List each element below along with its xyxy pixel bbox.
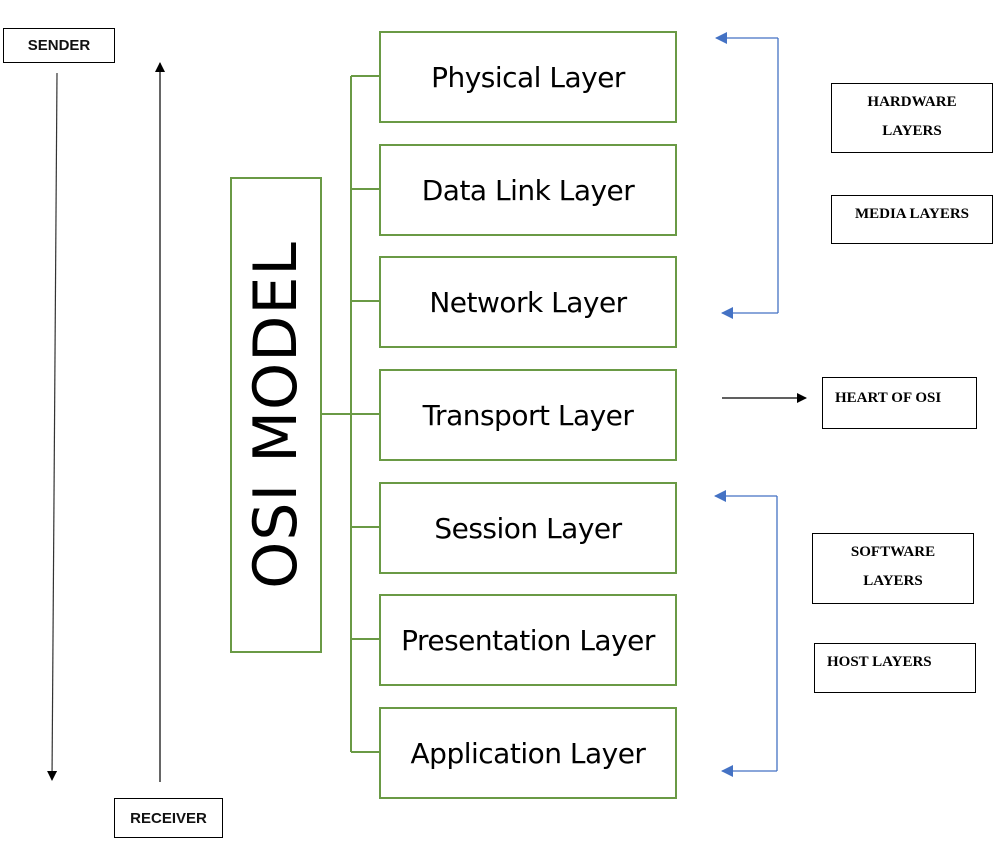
layer-label: Session Layer bbox=[434, 511, 622, 545]
osi-model-box: OSI MODEL bbox=[230, 177, 322, 653]
layer-label: Transport Layer bbox=[422, 398, 634, 432]
layer-label: Physical Layer bbox=[431, 60, 625, 94]
sender-label: SENDER bbox=[27, 37, 91, 54]
layer-application: Application Layer bbox=[379, 707, 677, 799]
software-layers-box: SOFTWARE LAYERS bbox=[812, 533, 974, 604]
hardware-layers-box: HARDWARE LAYERS bbox=[831, 83, 993, 153]
receiver-box: RECEIVER bbox=[114, 798, 223, 838]
layer-presentation: Presentation Layer bbox=[379, 594, 677, 686]
heart-of-osi-box: HEART OF OSI bbox=[822, 377, 977, 429]
receiver-label: RECEIVER bbox=[130, 809, 207, 827]
sender-box: SENDER bbox=[3, 28, 115, 63]
host-label: HOST LAYERS bbox=[827, 654, 932, 670]
hardware-line2: LAYERS bbox=[882, 123, 942, 139]
software-line1: SOFTWARE bbox=[850, 544, 936, 560]
layer-label: Application Layer bbox=[410, 736, 646, 770]
host-layers-box: HOST LAYERS bbox=[814, 643, 976, 693]
heart-label: HEART OF OSI bbox=[835, 390, 942, 406]
host-layers-bracket bbox=[714, 490, 778, 777]
layer-physical: Physical Layer bbox=[379, 31, 677, 123]
media-layers-bracket bbox=[715, 32, 779, 319]
media-label: MEDIA LAYERS bbox=[854, 206, 970, 222]
software-line2: LAYERS bbox=[863, 573, 923, 589]
layer-tree-connector bbox=[321, 75, 380, 753]
layer-network: Network Layer bbox=[379, 256, 677, 348]
sender-to-receiver-arrow bbox=[47, 72, 58, 781]
layer-data-link: Data Link Layer bbox=[379, 144, 677, 236]
layer-session: Session Layer bbox=[379, 482, 677, 574]
osi-model-title: OSI MODEL bbox=[241, 241, 311, 589]
hardware-line1: HARDWARE bbox=[867, 94, 957, 110]
layer-label: Presentation Layer bbox=[401, 623, 655, 657]
layer-label: Data Link Layer bbox=[421, 173, 635, 207]
layer-transport: Transport Layer bbox=[379, 369, 677, 461]
media-layers-box: MEDIA LAYERS bbox=[831, 195, 993, 244]
layer-label: Network Layer bbox=[429, 285, 627, 319]
